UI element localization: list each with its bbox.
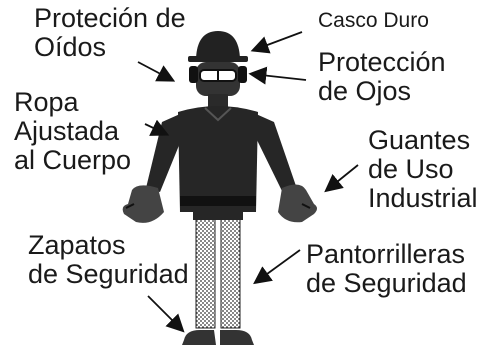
glove-left-icon: [122, 185, 164, 223]
label-hard-hat: Casco Duro: [318, 9, 429, 32]
label-industrial-gloves: Guantes de Uso Industrial: [368, 125, 478, 213]
label-ear-protection: Proteción de Oídos: [34, 3, 186, 62]
leg-guards: [193, 210, 243, 329]
ear-protection-icon: [189, 66, 247, 83]
label-close-fitting-clothing: Ropa Ajustada al Cuerpo: [14, 87, 132, 175]
label-safety-shoes: Zapatos de Seguridad: [28, 230, 189, 289]
callout-arrows: [137, 31, 359, 333]
close-fitting-clothing: [146, 106, 296, 212]
neck: [208, 94, 228, 108]
label-eye-protection: Protección de Ojos: [318, 47, 446, 106]
hard-hat-icon: [188, 31, 248, 62]
label-leg-guards: Pantorrilleras de Seguridad: [306, 239, 467, 298]
safety-glasses-icon: [199, 69, 237, 82]
glove-right-icon: [278, 184, 317, 223]
safety-shoes-icon: [182, 330, 254, 345]
